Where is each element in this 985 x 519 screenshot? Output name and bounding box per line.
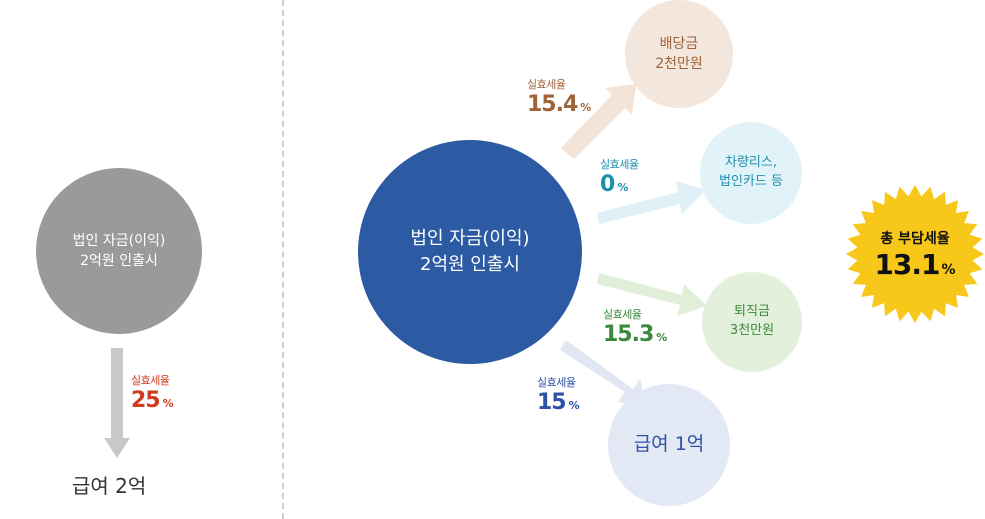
right-source-line1: 법인 자금(이익)	[410, 227, 530, 249]
target-salary: 급여 1억	[608, 384, 730, 506]
left-source-line2: 2억원 인출시	[80, 253, 158, 269]
rate-dividend-unit: %	[580, 101, 592, 114]
right-source-line2: 2억원 인출시	[420, 254, 520, 275]
target-retire: 퇴직금 3천만원	[702, 272, 802, 372]
target-lease: 차량리스, 법인카드 등	[700, 122, 802, 224]
total-value-wrap: 13.1%	[874, 248, 955, 281]
arrow-lease	[597, 181, 706, 224]
rate-lease-value: 0	[600, 172, 615, 197]
rate-salary-label: 실효세율	[537, 376, 576, 389]
left-source-circle: 법인 자금(이익) 2억원 인출시	[36, 168, 202, 334]
rate-retire-unit: %	[656, 331, 668, 344]
rate-dividend-value: 15.4	[527, 92, 578, 117]
left-source-line1: 법인 자금(이익)	[72, 232, 166, 249]
rate-salary-value: 15	[537, 390, 567, 415]
rate-lease-unit: %	[617, 181, 629, 194]
target-dividend: 배당금 2천만원	[625, 0, 733, 108]
total-value: 13.1	[874, 247, 940, 281]
arrow-salary	[560, 340, 648, 408]
rate-retire-label: 실효세율	[603, 308, 642, 321]
total-unit: %	[941, 261, 956, 278]
left-rate-label: 실효세율	[131, 374, 170, 387]
rate-dividend: 실효세율 15.4%	[527, 76, 591, 117]
dashed-divider	[282, 0, 284, 519]
rate-lease-label: 실효세율	[600, 158, 639, 171]
target-salary-line1: 급여 1억	[633, 433, 705, 456]
rate-salary-unit: %	[568, 399, 580, 412]
rate-salary: 실효세율 15%	[537, 374, 580, 415]
target-retire-line2: 3천만원	[729, 323, 775, 338]
total-starburst	[846, 185, 984, 323]
target-dividend-line2: 2천만원	[655, 56, 703, 72]
left-rate: 실효세율 25%	[131, 372, 174, 413]
right-source-circle: 법인 자금(이익) 2억원 인출시	[358, 140, 582, 364]
rate-lease: 실효세율 0%	[600, 156, 639, 197]
target-dividend-line1: 배당금	[659, 35, 699, 52]
arrow-retire	[597, 273, 707, 316]
total-label: 총 부담세율	[880, 230, 950, 247]
target-lease-line2: 법인카드 등	[719, 174, 783, 189]
left-result: 급여 2억	[72, 474, 147, 498]
arrow-dividend	[561, 84, 636, 159]
total-badge: 총 부담세율 13.1%	[845, 184, 985, 324]
left-rate-unit: %	[162, 397, 174, 410]
left-down-arrow	[104, 348, 130, 458]
left-rate-value: 25	[131, 388, 161, 413]
rate-retire-value: 15.3	[603, 322, 654, 347]
rate-dividend-label: 실효세율	[527, 78, 566, 91]
target-retire-line1: 퇴직금	[734, 304, 770, 320]
target-lease-line1: 차량리스,	[725, 155, 777, 171]
rate-retire: 실효세율 15.3%	[603, 306, 667, 347]
